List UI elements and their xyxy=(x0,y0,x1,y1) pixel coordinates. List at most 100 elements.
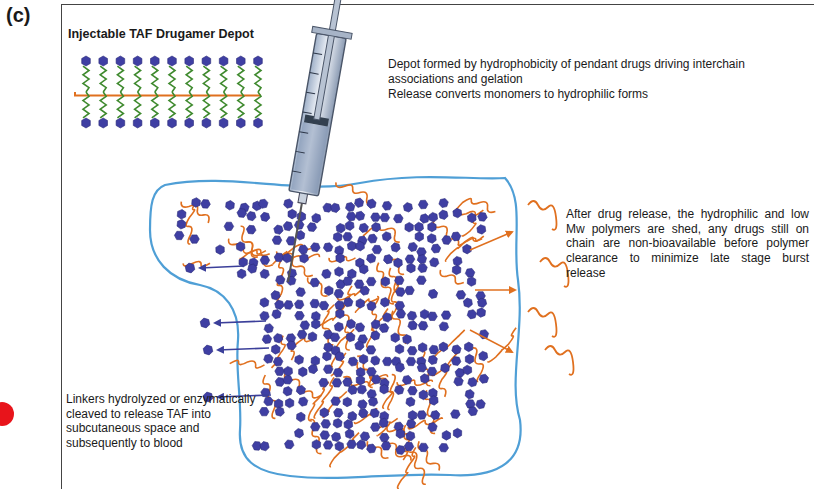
drug-hexagon xyxy=(396,288,406,297)
drug-hexagon xyxy=(192,198,201,208)
drug-hexagon xyxy=(300,254,309,264)
drug-hexagon xyxy=(283,253,292,262)
drug-hexagon xyxy=(451,357,461,366)
drug-hexagon xyxy=(248,264,257,273)
drug-hexagon xyxy=(297,330,307,339)
drug-hexagon xyxy=(383,357,393,366)
drug-hexagon xyxy=(476,400,485,409)
shed-arrow xyxy=(475,289,515,291)
drug-hexagon xyxy=(260,311,269,320)
drug-hexagon xyxy=(237,209,247,218)
drug-hexagon xyxy=(384,255,393,264)
drug-hexagon xyxy=(418,200,428,209)
drug-hexagon xyxy=(347,241,356,251)
drug-hexagon xyxy=(468,213,477,223)
drug-hexagon xyxy=(478,298,487,307)
drug-hexagon xyxy=(431,411,440,420)
drug-hexagon xyxy=(311,243,321,252)
drug-hexagon xyxy=(371,356,380,365)
drugamer-polymer xyxy=(75,56,262,128)
drug-hexagon xyxy=(283,222,292,231)
drug-hexagon xyxy=(367,199,376,208)
shed-polymer xyxy=(545,346,574,375)
drug-hexagon xyxy=(477,308,486,318)
polymer-chain xyxy=(310,420,321,454)
polymer-chain xyxy=(364,225,400,242)
drug-hexagon xyxy=(428,289,437,298)
drug-hexagon xyxy=(346,202,355,211)
linker xyxy=(221,92,227,118)
drug-hexagon xyxy=(372,223,381,232)
drug-hexagon xyxy=(335,352,344,361)
drug-hexagon xyxy=(367,301,376,310)
drug-hexagon xyxy=(323,365,333,374)
drug-hexagon xyxy=(151,118,160,128)
drug-hexagon xyxy=(429,212,438,222)
release-arrow xyxy=(200,266,244,268)
released-drugs xyxy=(185,263,271,402)
drug-hexagon xyxy=(452,265,461,275)
drug-hexagon xyxy=(346,332,355,341)
drug-hexagon xyxy=(322,269,331,278)
drug-hexagon xyxy=(465,390,474,399)
polymer-chain xyxy=(355,299,377,313)
drug-hexagon xyxy=(371,213,381,221)
linker xyxy=(255,66,261,92)
drug-hexagon xyxy=(226,201,235,211)
drug-hexagon xyxy=(348,357,357,366)
drug-hexagon xyxy=(203,345,213,355)
drug-hexagon xyxy=(359,354,368,364)
drug-hexagon xyxy=(335,442,344,452)
drug-hexagon xyxy=(395,276,405,285)
drug-hexagon xyxy=(408,411,417,421)
linker xyxy=(186,66,192,92)
drug-hexagon xyxy=(405,255,415,263)
drug-hexagon xyxy=(177,210,186,220)
drug-hexagon xyxy=(254,118,263,128)
note: After drug release, the hydrophilic and … xyxy=(566,207,809,280)
drug-hexagon xyxy=(383,313,392,322)
drug-hexagon xyxy=(402,375,411,384)
drug-hexagon xyxy=(347,212,357,221)
drug-hexagon xyxy=(359,223,368,232)
drug-hexagon xyxy=(271,291,280,300)
panel-frame xyxy=(62,5,814,489)
drug-hexagon xyxy=(395,344,404,354)
drug-hexagon xyxy=(429,345,439,354)
drug-hexagon xyxy=(415,232,423,242)
drug-hexagon xyxy=(465,354,473,364)
drug-hexagon xyxy=(287,341,297,350)
drug-hexagon xyxy=(336,309,344,319)
drug-hexagon xyxy=(284,199,293,208)
drug-hexagon xyxy=(408,242,417,251)
drug-hexagon xyxy=(333,419,342,429)
drug-hexagon xyxy=(439,342,448,352)
drug-hexagon xyxy=(343,378,353,387)
linker xyxy=(83,66,89,92)
polymer-chain xyxy=(230,360,265,368)
drug-hexagon xyxy=(344,420,353,430)
linker xyxy=(83,92,89,118)
drug-hexagon xyxy=(381,442,391,450)
drug-hexagon xyxy=(420,214,429,223)
drug-hexagon xyxy=(439,210,448,219)
linker xyxy=(203,66,209,92)
shed-arrow xyxy=(470,232,512,250)
drug-hexagon xyxy=(275,407,284,416)
drug-hexagon xyxy=(407,347,417,356)
drug-hexagon xyxy=(420,309,429,319)
drug-hexagon xyxy=(408,387,418,395)
drug-hexagon xyxy=(272,236,282,245)
drug-hexagon xyxy=(312,440,321,450)
drug-hexagon xyxy=(312,319,321,329)
polymer-chain xyxy=(330,433,359,467)
drug-hexagon xyxy=(343,232,353,241)
drug-hexagon xyxy=(452,345,461,354)
drug-hexagon xyxy=(379,418,388,427)
drug-hexagon xyxy=(467,277,476,287)
panel-heading: Injectable TAF Drugamer Depot xyxy=(68,27,328,42)
drug-hexagon xyxy=(366,277,376,285)
drug-hexagon xyxy=(451,232,461,241)
drug-hexagon xyxy=(478,212,488,221)
drug-hexagon xyxy=(418,321,428,330)
